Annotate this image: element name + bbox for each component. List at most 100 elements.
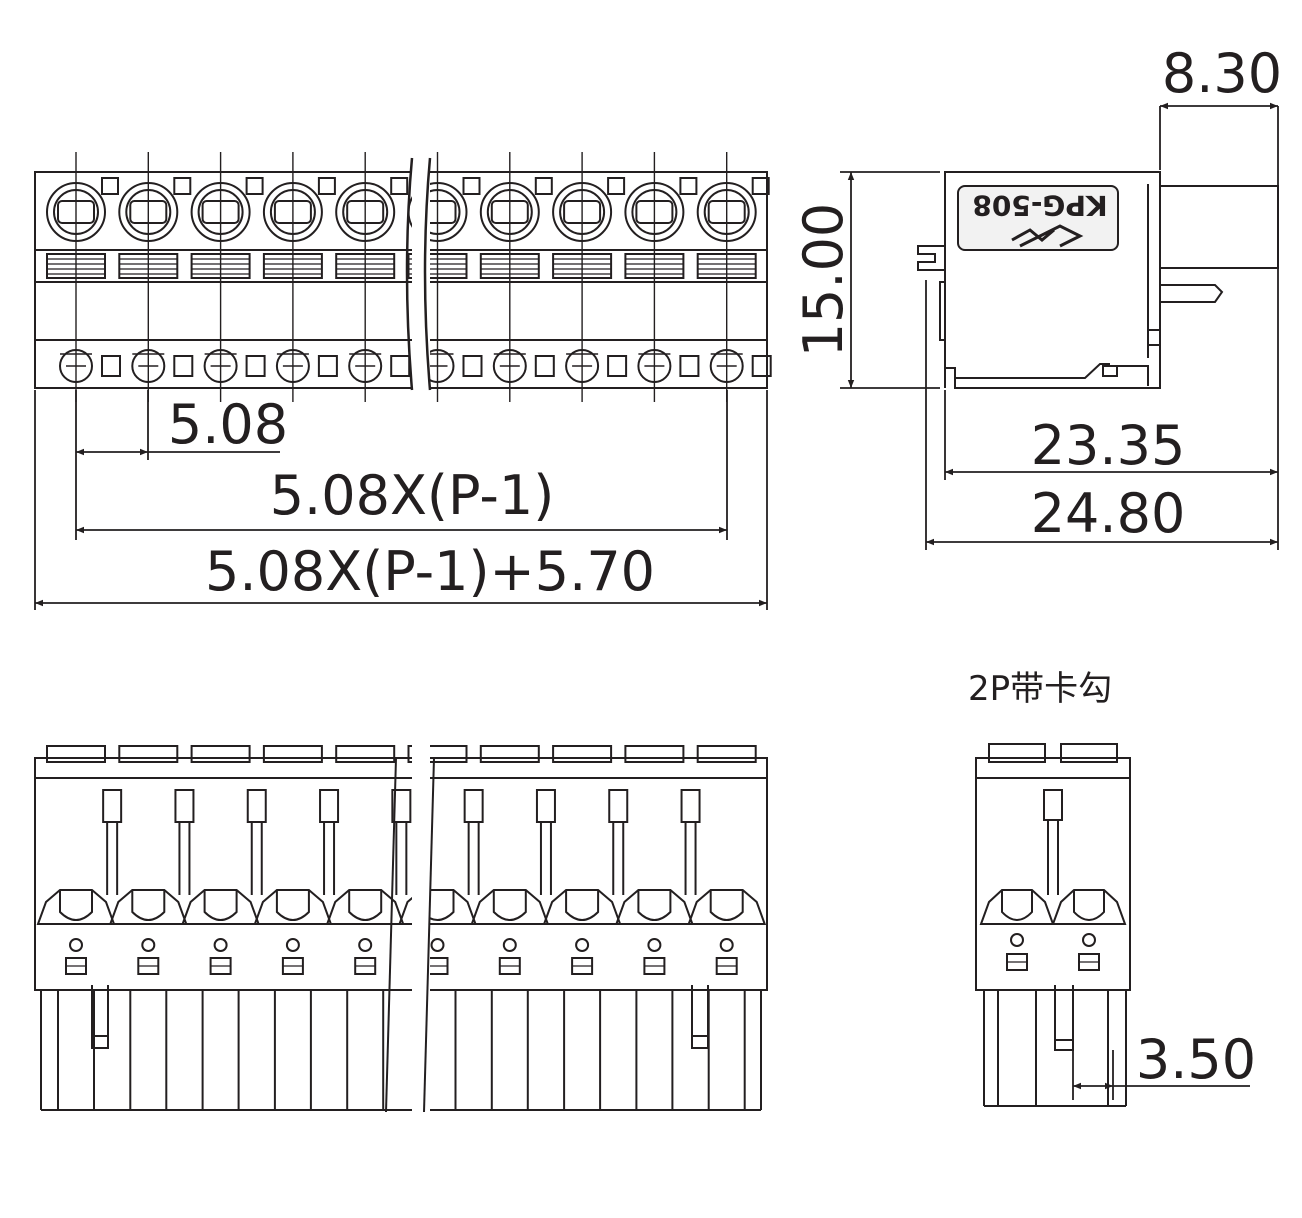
wire-entry-inner <box>197 189 244 235</box>
top-cap <box>696 745 757 763</box>
wire-entry-outer <box>552 182 613 242</box>
indicator-dot <box>358 938 373 952</box>
indicator-dot <box>719 938 734 952</box>
grip-block <box>624 253 685 279</box>
grip-block <box>46 253 106 279</box>
wire-entry-inner <box>631 189 678 235</box>
screw-hole <box>565 349 600 383</box>
indicator-dot <box>1010 933 1024 947</box>
top-view <box>34 745 768 1113</box>
two-pin-latch-label: 2P带卡勾 <box>968 669 1112 709</box>
screw-hole <box>203 349 238 383</box>
test-port <box>317 177 336 195</box>
release-slot <box>391 356 409 376</box>
clamp-window <box>490 200 529 224</box>
wire-entry-outer <box>262 182 323 242</box>
indicator-dot <box>430 938 445 952</box>
wire-entry-outer <box>479 182 540 242</box>
funnel-inner <box>1073 890 1105 921</box>
wire-entry-inner <box>559 189 606 235</box>
funnel-inner <box>492 890 527 921</box>
grip-block <box>552 253 613 279</box>
indicator-dot <box>647 938 662 952</box>
indicator-dot <box>575 938 590 952</box>
wire-entry-outer <box>624 182 685 242</box>
grip-block <box>262 253 323 279</box>
wire-funnel <box>181 889 261 925</box>
indicator-dot <box>69 938 83 952</box>
top-cap <box>988 743 1046 763</box>
clamp-window <box>201 200 240 224</box>
indicator-dot <box>213 938 228 952</box>
indicator-dot <box>141 938 156 952</box>
test-port <box>390 177 409 195</box>
wire-entry-outer <box>190 182 251 242</box>
wire-entry-outer <box>335 182 396 242</box>
top-cap <box>479 745 540 763</box>
body-outline <box>34 777 412 991</box>
screw-hole <box>131 349 166 383</box>
body-outline <box>975 777 1131 991</box>
funnel-inner <box>1001 890 1033 921</box>
release-slot <box>464 356 482 376</box>
clamp-window <box>273 200 312 224</box>
latch-dimension <box>1072 1050 1250 1100</box>
housing-outline <box>34 171 412 389</box>
product-code-label: KPG-508 <box>972 189 1107 222</box>
indicator-dot <box>1082 933 1096 947</box>
wire-entry-inner <box>703 189 750 235</box>
screw-hole <box>430 349 455 383</box>
release-slot <box>173 355 194 377</box>
grip-block <box>335 253 396 279</box>
clamp-window <box>346 200 385 224</box>
test-port <box>464 178 480 194</box>
partition-tab <box>102 789 123 823</box>
wire-funnel <box>542 889 622 925</box>
test-port <box>534 177 553 195</box>
wire-entry-inner <box>430 189 461 235</box>
funnel-inner <box>709 890 744 921</box>
wire-entry-outer <box>46 182 106 242</box>
depth-total-dimension: 24.80 <box>1031 482 1186 545</box>
wire-funnel <box>979 889 1055 925</box>
latch-arm <box>691 985 709 1049</box>
grip-block <box>190 253 251 279</box>
clamp-window <box>57 200 95 224</box>
side-dimensions <box>840 102 1279 550</box>
grip-block <box>696 253 757 279</box>
latch-arm <box>91 985 109 1049</box>
test-port <box>679 177 698 195</box>
release-slot <box>390 355 411 377</box>
funnel-inner <box>348 890 383 921</box>
release-slot <box>245 355 266 377</box>
wire-funnel <box>253 889 333 925</box>
housing-outline <box>430 171 768 389</box>
partition-tab <box>465 790 483 822</box>
grip-block <box>430 253 468 279</box>
funnel-inner <box>565 890 600 921</box>
wire-funnel <box>430 889 477 925</box>
top-cap <box>407 745 412 763</box>
partition-tab <box>174 789 195 823</box>
body-outline <box>430 777 768 991</box>
screw-hole <box>492 349 527 383</box>
funnel-inner <box>430 890 455 921</box>
screw-hole <box>637 349 672 383</box>
test-port <box>245 177 264 195</box>
top-cap <box>190 745 251 763</box>
top-cap <box>336 746 394 762</box>
wire-entry-outer <box>696 182 757 242</box>
top-cap <box>552 745 613 763</box>
test-port <box>607 177 626 195</box>
partition-tab <box>680 789 701 823</box>
partition-tab <box>608 789 629 823</box>
partition-tab <box>319 789 340 823</box>
test-port <box>101 177 119 195</box>
funnel-inner <box>131 890 166 921</box>
funnel-inner <box>275 890 310 921</box>
release-slot <box>607 355 628 377</box>
screw-hole <box>59 349 93 383</box>
partition-tab <box>246 789 267 823</box>
indicator-dot <box>502 938 517 952</box>
